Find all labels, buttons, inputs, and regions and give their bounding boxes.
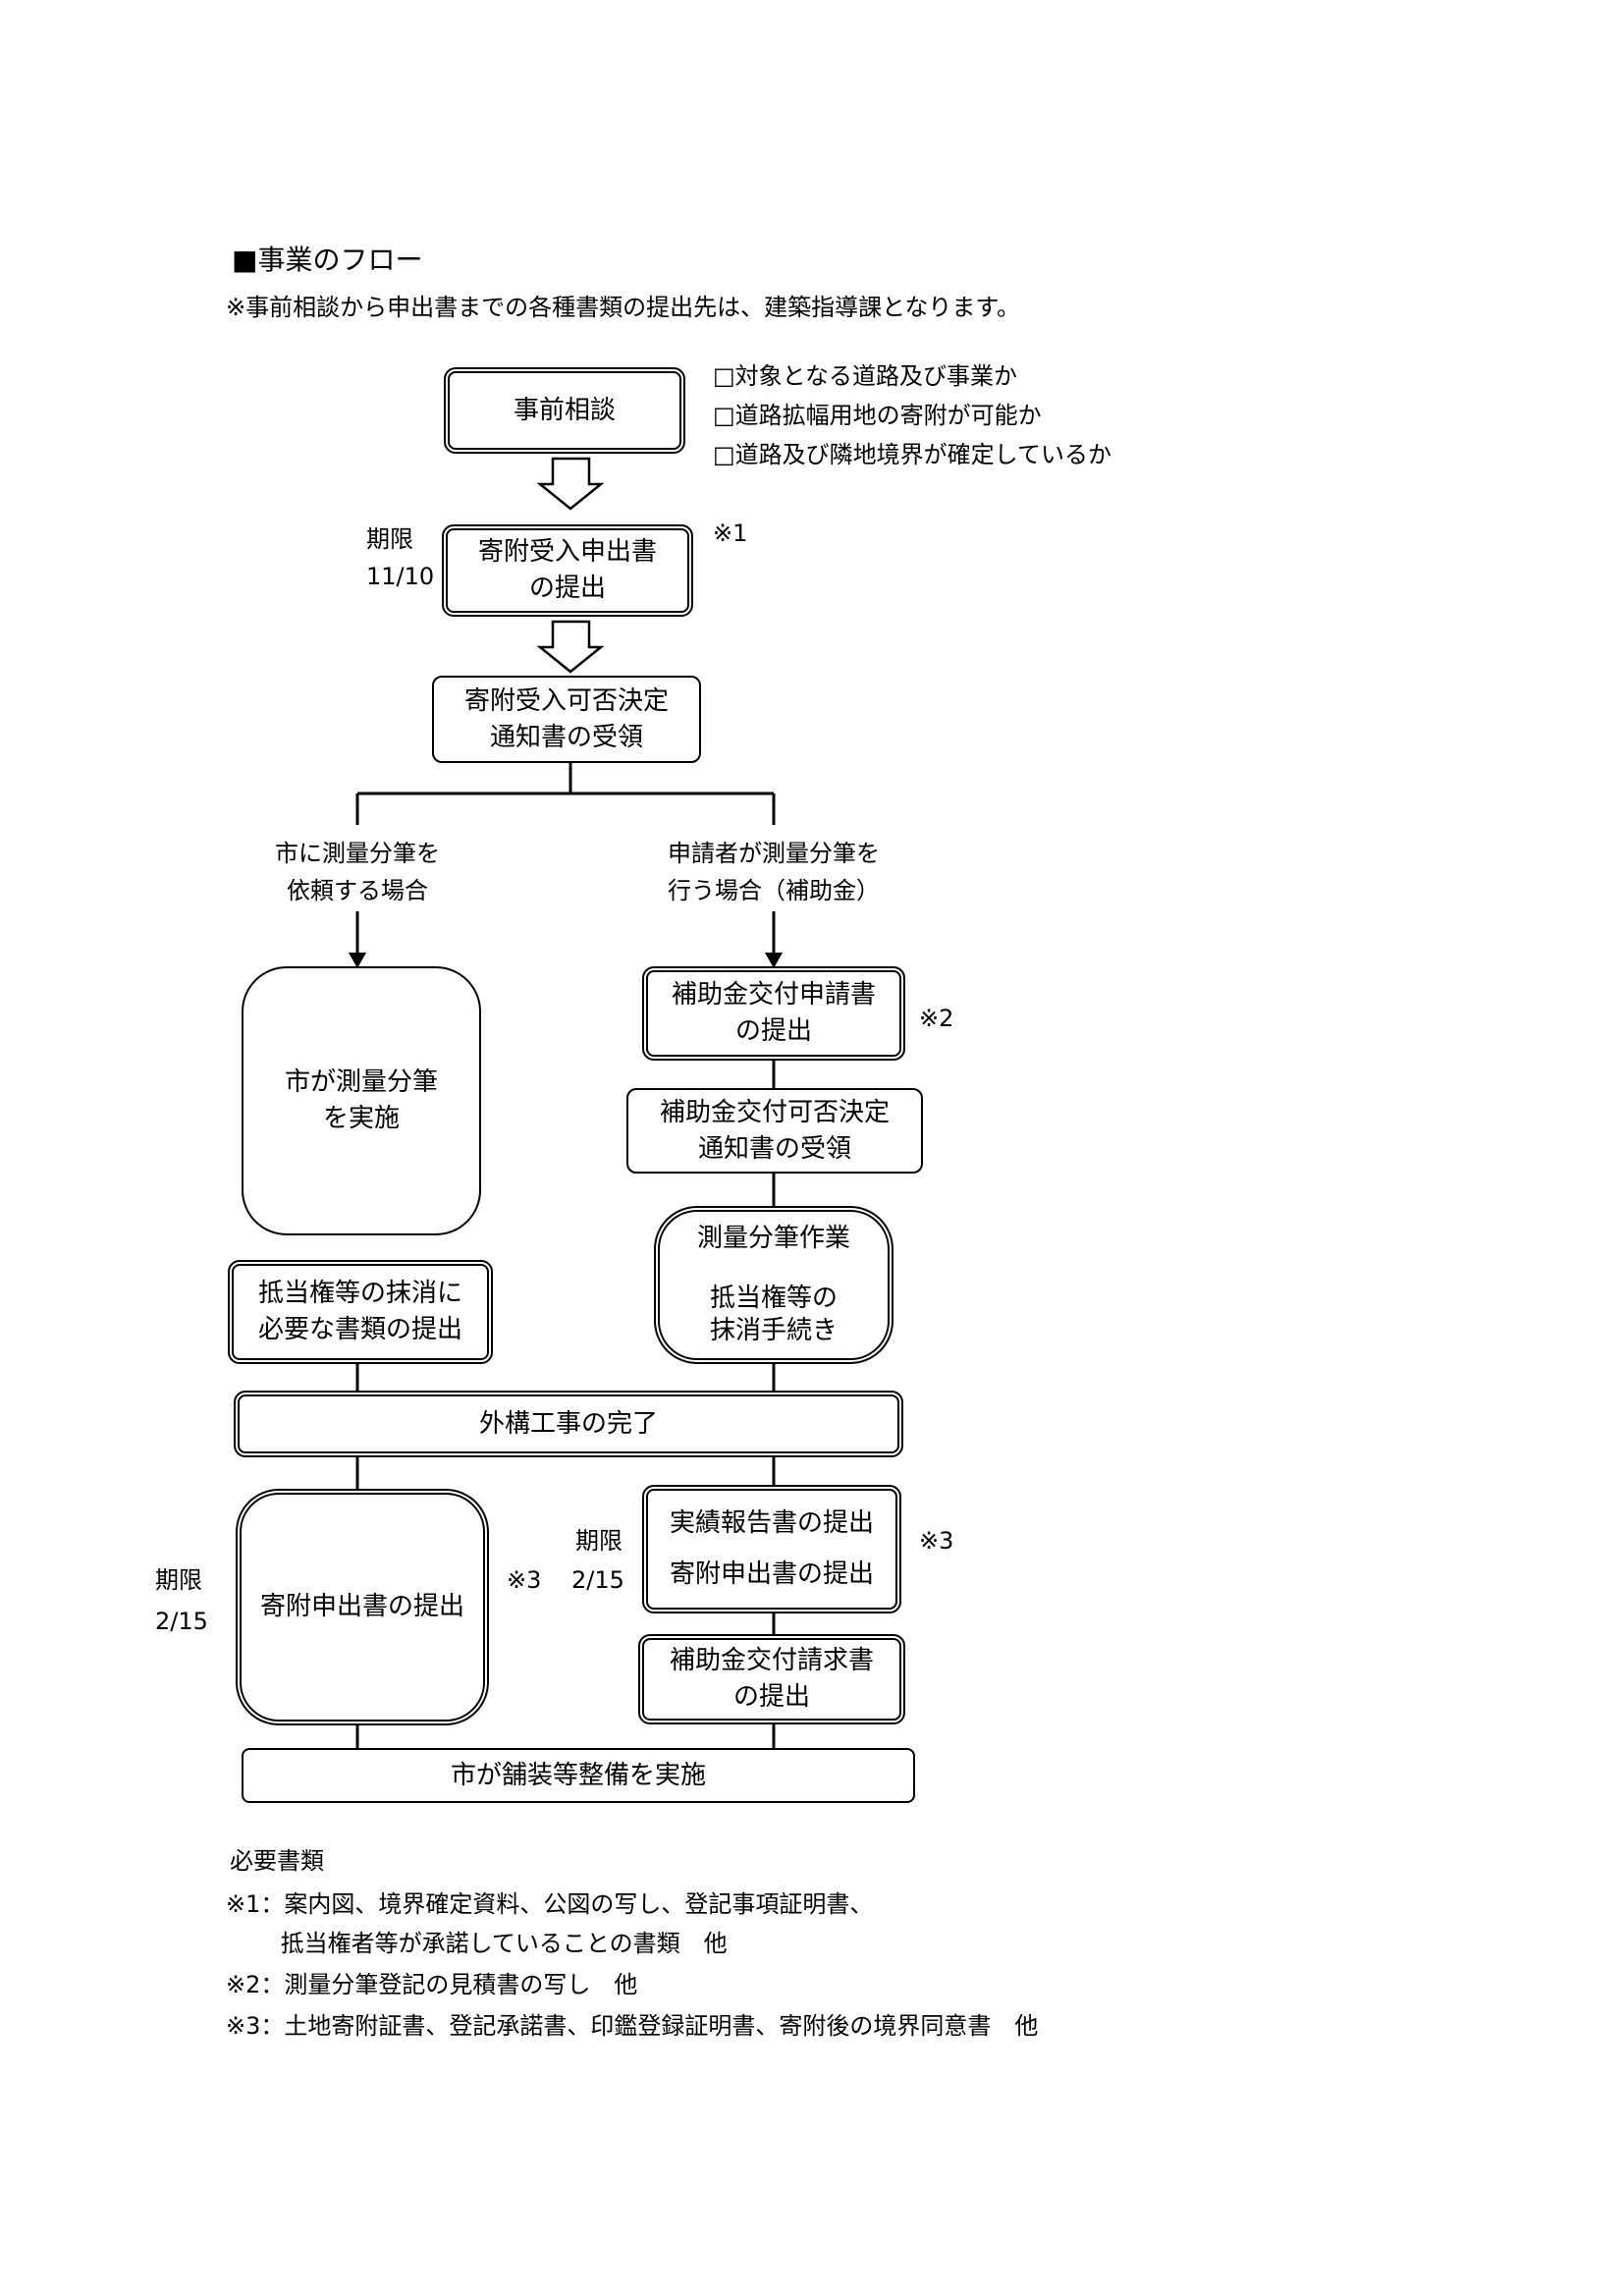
branch-label: 行う場合（補助金） xyxy=(668,877,880,904)
step-survey-work: 測量分筆作業 抵当権等の 抹消手続き xyxy=(654,1206,893,1364)
step-subsidy-decision: 補助金交付可否決定 通知書の受領 xyxy=(626,1088,923,1174)
step-label: 抹消手続き xyxy=(709,1316,838,1345)
hollow-arrow-1 xyxy=(536,457,605,511)
step-exterior-complete: 外構工事の完了 xyxy=(234,1391,903,1457)
checklist-item: □道路及び隣地境界が確定しているか xyxy=(713,441,1111,468)
step-label: 抵当権等の抹消に xyxy=(257,1279,462,1308)
note-mark-3: ※3 xyxy=(507,1566,542,1594)
step-label: 補助金交付請求書 xyxy=(669,1646,874,1675)
deadline-date: 2/15 xyxy=(571,1566,624,1594)
step-subsidy-application: 補助金交付申請書 の提出 xyxy=(642,966,905,1061)
step-label: の提出 xyxy=(734,1016,812,1046)
step-donation-submit: 寄附申出書の提出 xyxy=(236,1489,489,1725)
deadline-label: 期限 xyxy=(366,525,413,553)
deadline-label: 期限 xyxy=(575,1527,623,1555)
step-label: 実績報告書の提出 xyxy=(669,1508,874,1539)
step-consult: 事前相談 xyxy=(444,367,685,454)
note-2: ※2：測量分筆登記の見積書の写し 他 xyxy=(226,1971,638,1998)
step-label: 測量分筆作業 xyxy=(696,1224,850,1253)
note-1-line-1: ※1：案内図、境界確定資料、公図の写し、登記事項証明書、 xyxy=(226,1890,874,1918)
note-mark-2: ※2 xyxy=(919,1005,954,1032)
deadline-date: 11/10 xyxy=(366,563,435,590)
step-mortgage-docs: 抵当権等の抹消に 必要な書類の提出 xyxy=(228,1260,493,1364)
note-1-line-2: 抵当権者等が承諾していることの書類 他 xyxy=(226,1930,728,1957)
step-label: 事前相談 xyxy=(513,395,616,425)
step-donation-request: 寄附受入申出書 の提出 xyxy=(442,524,693,617)
page-title: ■事業のフロー xyxy=(232,244,423,276)
step-label: 補助金交付可否決定 xyxy=(659,1097,890,1127)
step-label: 寄附受入可否決定 xyxy=(463,685,669,716)
submission-note: ※事前相談から申出書までの各種書類の提出先は、建築指導課となります。 xyxy=(226,294,1020,321)
checklist-item: □道路拡幅用地の寄附が可能か xyxy=(713,402,1042,429)
step-label: 寄附申出書の提出 xyxy=(669,1558,874,1589)
branch-label: 市に測量分筆を xyxy=(275,840,440,867)
step-report: 実績報告書の提出 寄附申出書の提出 xyxy=(642,1485,901,1613)
notes-title: 必要書類 xyxy=(230,1847,324,1875)
step-label: 通知書の受領 xyxy=(489,722,643,752)
step-label: 市が測量分筆 xyxy=(284,1067,438,1097)
deadline-date: 2/15 xyxy=(155,1608,208,1635)
step-decision-notice: 寄附受入可否決定 通知書の受領 xyxy=(432,676,701,763)
branch-city: 市に測量分筆を 依頼する場合 xyxy=(240,837,475,907)
step-label: の提出 xyxy=(732,1682,810,1712)
note-mark-3: ※3 xyxy=(919,1527,954,1555)
step-label: 必要な書類の提出 xyxy=(257,1315,462,1344)
step-label: 寄附申出書の提出 xyxy=(259,1592,464,1621)
deadline-label: 期限 xyxy=(155,1566,202,1594)
step-label: の提出 xyxy=(528,574,606,603)
step-label: を実施 xyxy=(322,1104,400,1133)
hollow-arrow-2 xyxy=(536,620,605,674)
branch-label: 依頼する場合 xyxy=(287,877,428,904)
branch-applicant: 申請者が測量分筆を 行う場合（補助金） xyxy=(636,837,911,907)
step-label: 外構工事の完了 xyxy=(478,1408,658,1439)
checklist-item: □対象となる道路及び事業か xyxy=(713,362,1017,390)
step-label: 抵当権等の xyxy=(709,1284,838,1313)
branch-label: 申請者が測量分筆を xyxy=(668,840,880,867)
note-3: ※3：土地寄附証書、登記承諾書、印鑑登録証明書、寄附後の境界同意書 他 xyxy=(226,2012,1039,2040)
step-label: 寄附受入申出書 xyxy=(477,537,657,567)
step-label: 通知書の受領 xyxy=(697,1133,851,1164)
step-label: 市が舗装等整備を実施 xyxy=(450,1760,706,1790)
step-city-paving: 市が舗装等整備を実施 xyxy=(242,1748,915,1803)
step-city-survey: 市が測量分筆 を実施 xyxy=(242,966,481,1235)
step-subsidy-claim: 補助金交付請求書 の提出 xyxy=(638,1634,905,1724)
arrow-head-right xyxy=(765,953,783,968)
step-label: 補助金交付申請書 xyxy=(671,980,876,1010)
note-mark-1: ※1 xyxy=(713,519,748,547)
arrow-head-left xyxy=(349,953,366,968)
